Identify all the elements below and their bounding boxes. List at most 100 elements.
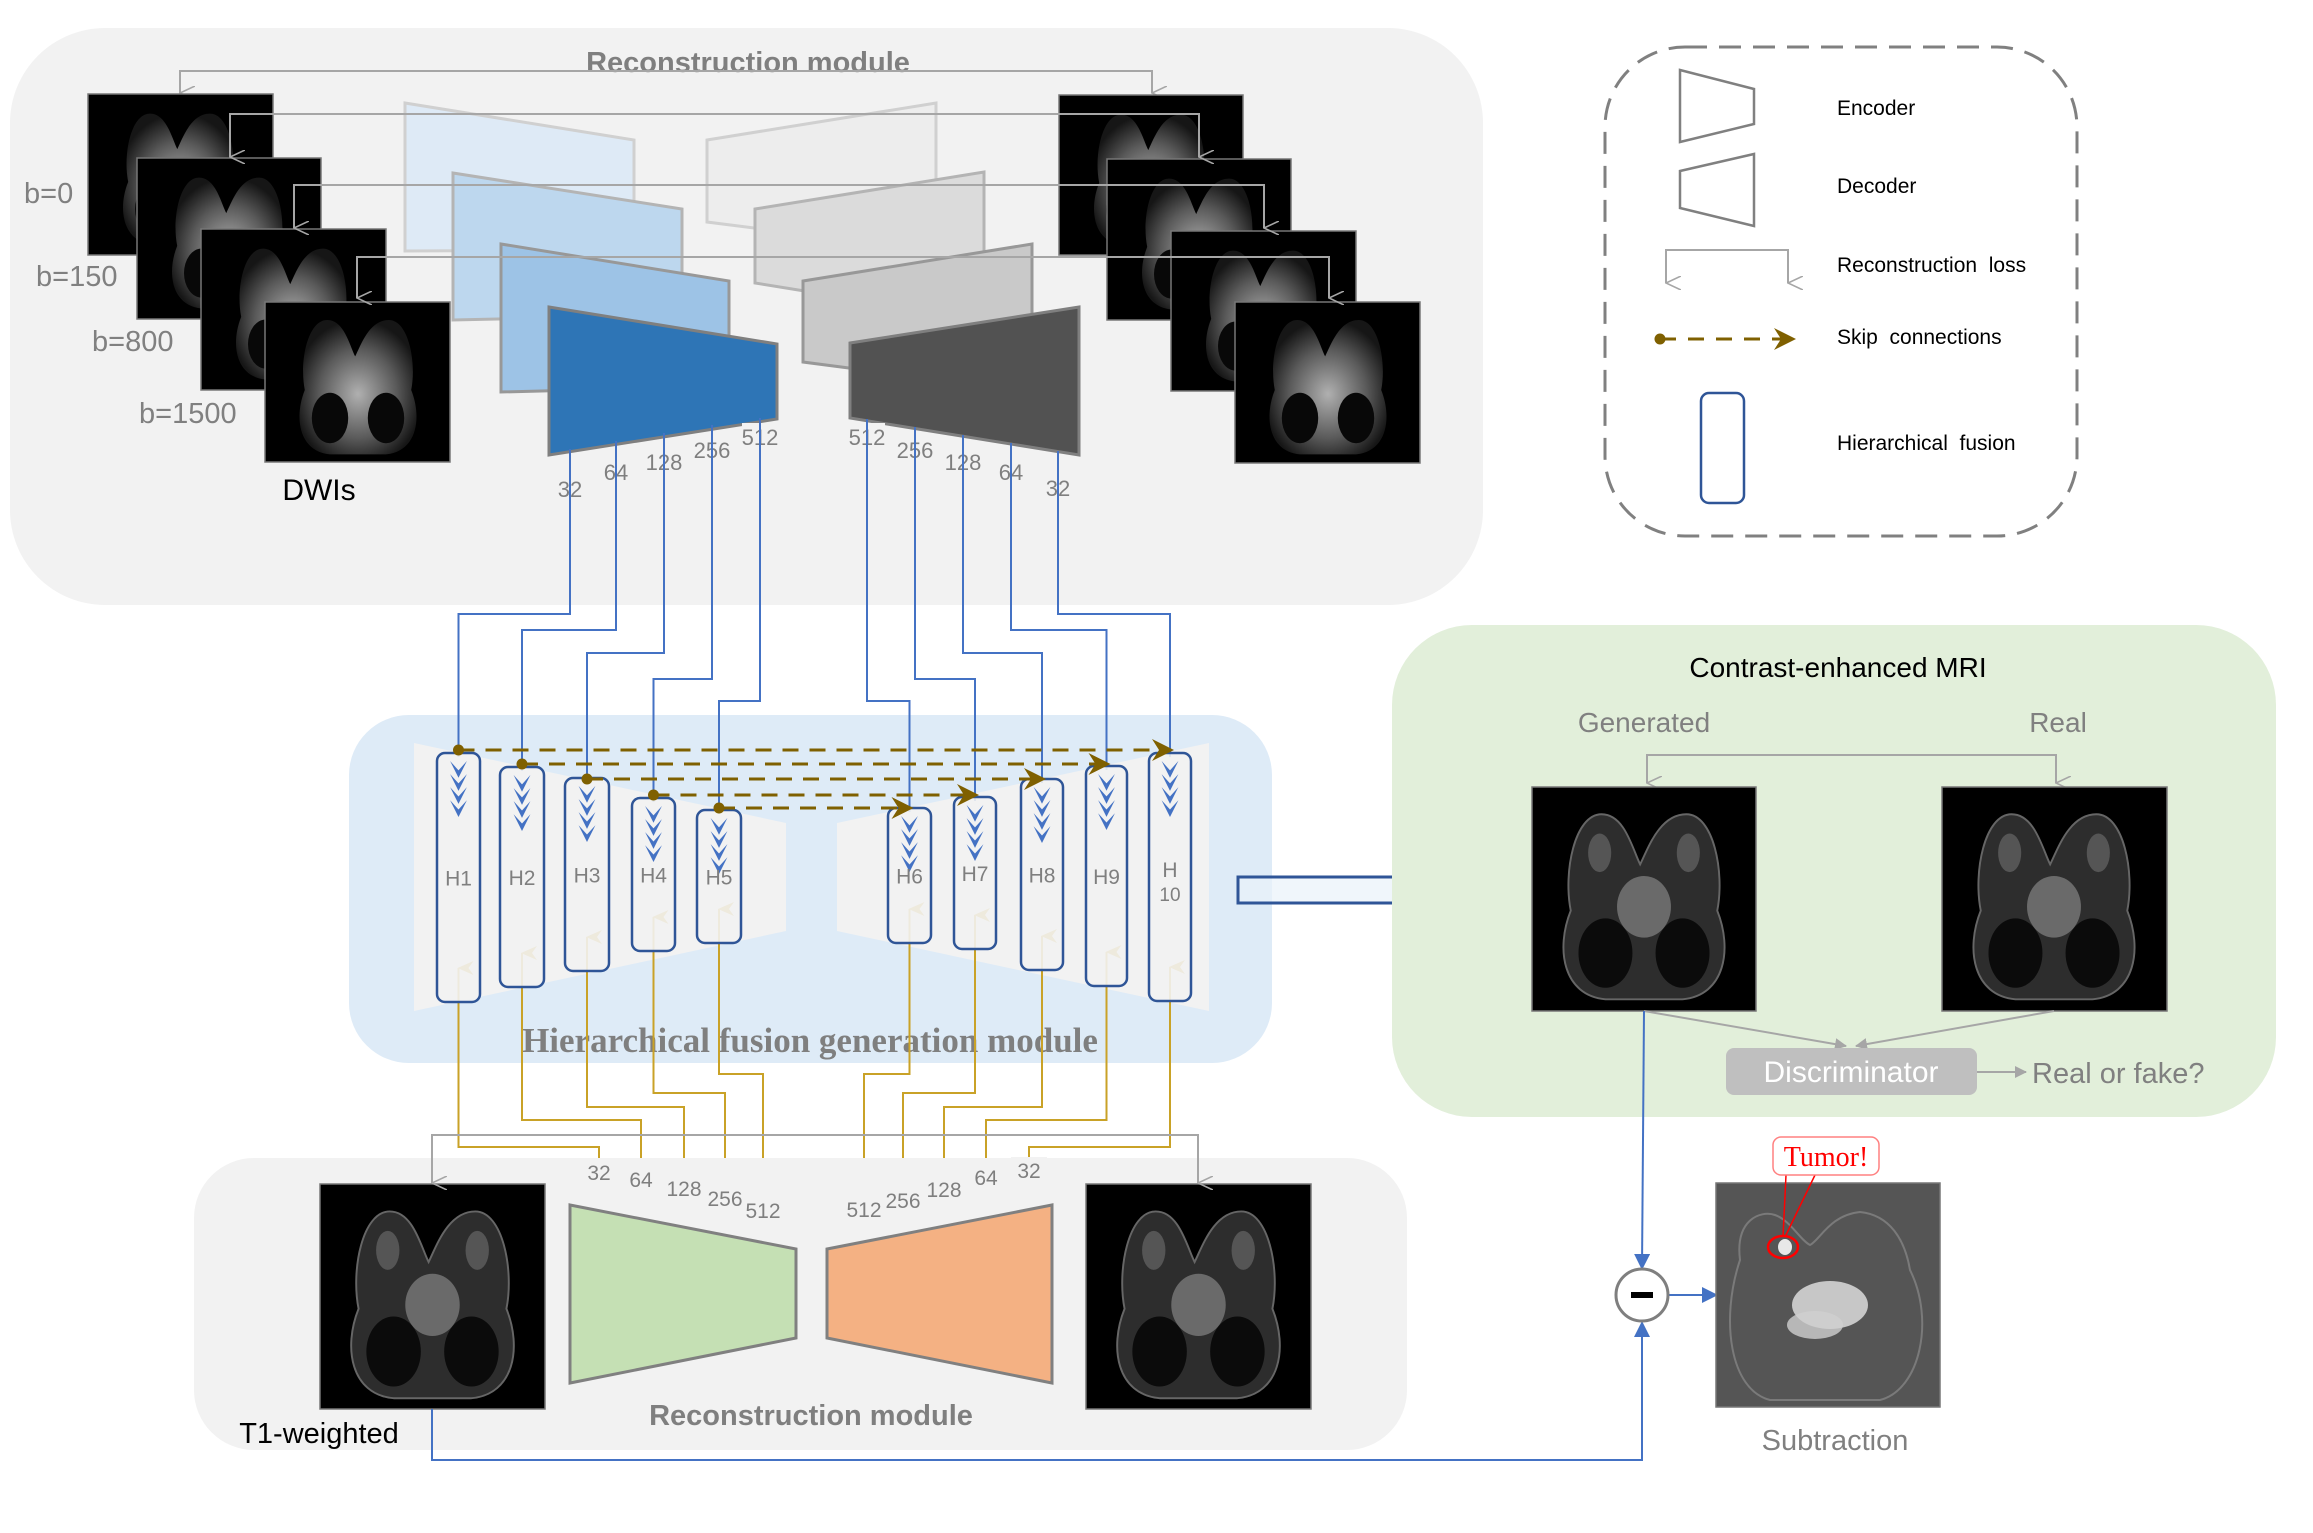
fusion-blocks: H1 H2 H3 H4 H5 H6 H7 H8 H9 H 10	[435, 751, 1193, 1004]
label-bg	[885, 1187, 921, 1213]
ce-loss-wire	[1646, 754, 2056, 783]
label-bg	[707, 1185, 743, 1211]
t1-input-image	[319, 1183, 546, 1410]
fusion-block-label: H6	[896, 866, 923, 889]
fusion-block-h1: H1	[435, 751, 482, 1004]
fusion-block-h7: H7	[952, 795, 998, 951]
encoder-layer-4	[547, 305, 779, 457]
reconstruction-loss-icon	[1665, 249, 1788, 283]
bottom-encoder-channel-label: 32	[587, 1162, 610, 1185]
fusion-block-h5: H5	[695, 808, 743, 945]
label-bg	[1011, 1157, 1047, 1183]
fusion-block-label: H4	[640, 865, 667, 888]
fusion-block-h8: H8	[1019, 777, 1065, 972]
fusion-block-label: 10	[1159, 885, 1180, 906]
encoder-icon	[1678, 68, 1756, 144]
decoder-to-fusion-wire	[1010, 443, 1108, 770]
subtraction-image	[1715, 1182, 1941, 1408]
label-bg	[666, 1175, 702, 1201]
bottom-decoder-channel-label: 256	[885, 1190, 920, 1213]
bottom-decoder-channel-label: 32	[1017, 1160, 1040, 1183]
dwi-reconstructed-stack	[1058, 94, 1421, 464]
bottom-loss-wire	[431, 1134, 1198, 1183]
encoder-to-fusion-wire	[521, 441, 617, 771]
generated-ce-image	[1531, 786, 1757, 1012]
b-value-label: b=800	[92, 326, 173, 358]
fusion-block-h10: H 10	[1147, 751, 1193, 1003]
tumor-callout-text: Tumor!	[1784, 1142, 1869, 1173]
bottom-module-title: Reconstruction module	[649, 1400, 973, 1432]
t1-weighted-label: T1-weighted	[239, 1418, 399, 1450]
encoder-to-fusion-wire	[457, 449, 571, 757]
discriminator-inputs	[1643, 1010, 2055, 1051]
bottom-decoder-channel-label: 64	[974, 1167, 998, 1190]
reconstruction-loss-wires-inner	[229, 113, 1329, 298]
discriminator-label: Discriminator	[1763, 1056, 1938, 1089]
legend-label-skip-connections: Skip connections	[1837, 326, 2002, 349]
fusion-block-h3: H3	[563, 776, 611, 973]
bottom-encoder-channel-label: 512	[745, 1200, 780, 1223]
bottom-decoder-channel-label: 128	[926, 1179, 961, 1202]
real-or-fake-label: Real or fake?	[2032, 1058, 2205, 1090]
dwi-input-stack	[87, 93, 451, 463]
label-bg	[745, 1197, 781, 1223]
top-encoder-stack	[403, 101, 779, 457]
fusion-block-h9: H9	[1084, 764, 1129, 988]
legend-label-encoder: Encoder	[1837, 97, 1915, 120]
top-module-title: Reconstruction module	[586, 47, 910, 79]
dwi-label: DWIs	[282, 474, 355, 507]
hierarchical-fusion-icon	[1699, 391, 1746, 505]
tumor-callout: Tumor!	[1772, 1136, 1880, 1238]
decoder-to-fusion-wire	[1057, 451, 1171, 757]
minus-sign	[1631, 1292, 1653, 1298]
fusion-block-label: H9	[1093, 866, 1120, 889]
encoder-to-fusion-wire	[586, 433, 665, 782]
label-bg	[581, 1159, 617, 1185]
label-bg	[926, 1176, 962, 1202]
fusion-module-title: Hierarchical fusion generation module	[522, 1021, 1098, 1060]
subtraction-wires	[431, 1010, 1718, 1461]
bottom-encoder-channel-label: 128	[666, 1178, 701, 1201]
real-label: Real	[2029, 707, 2087, 738]
reconstructed-image-b1500	[1234, 301, 1421, 464]
fusion-block-h6: H6	[886, 806, 933, 945]
subtraction-label: Subtraction	[1762, 1425, 1909, 1457]
b-value-label: b=0	[24, 178, 73, 210]
bottom-encoder	[568, 1203, 798, 1385]
b-value-label: b=150	[36, 261, 117, 293]
fusion-block-h2: H2	[498, 765, 546, 989]
skip-connections	[453, 739, 1174, 819]
bottom-encoder-channel-label: 64	[629, 1169, 653, 1192]
decoder-layer-4	[848, 305, 1081, 457]
fusion-block-label: H2	[509, 867, 536, 890]
b-value-label: b=1500	[139, 398, 237, 430]
ce-module-title: Contrast-enhanced MRI	[1689, 652, 1986, 683]
legend-label-reconstruction-loss: Reconstruction loss	[1837, 254, 2026, 277]
legend-label-decoder: Decoder	[1837, 175, 1916, 198]
generated-label: Generated	[1578, 707, 1710, 738]
dwi-image-b1500	[264, 301, 451, 463]
fusion-block-label: H5	[706, 867, 733, 890]
decoder-icon	[1678, 152, 1756, 228]
fusion-block-label: H8	[1029, 865, 1056, 888]
fusion-block-label: H	[1162, 859, 1177, 882]
bottom-decoder	[825, 1203, 1054, 1385]
fusion-block-label: H1	[445, 868, 472, 891]
reconstruction-loss-wires	[179, 70, 1152, 93]
t1-reconstructed-image	[1085, 1183, 1312, 1410]
discriminator-box	[1726, 1048, 1977, 1095]
label-bg	[623, 1166, 659, 1192]
legend-label-hierarchical-fusion: Hierarchical fusion	[1837, 432, 2016, 455]
bottom-encoder-channel-label: 256	[707, 1188, 742, 1211]
fusion-block-h4: H4	[630, 796, 677, 953]
decoder-to-fusion-wire	[962, 435, 1043, 783]
legend-box	[1603, 45, 2079, 538]
label-bg	[968, 1164, 1004, 1190]
real-ce-image	[1941, 786, 2168, 1012]
fusion-block-label: H3	[574, 865, 601, 888]
bottom-decoder-channel-label: 512	[846, 1199, 881, 1222]
fusion-block-label: H7	[962, 863, 989, 886]
label-bg	[846, 1196, 882, 1222]
